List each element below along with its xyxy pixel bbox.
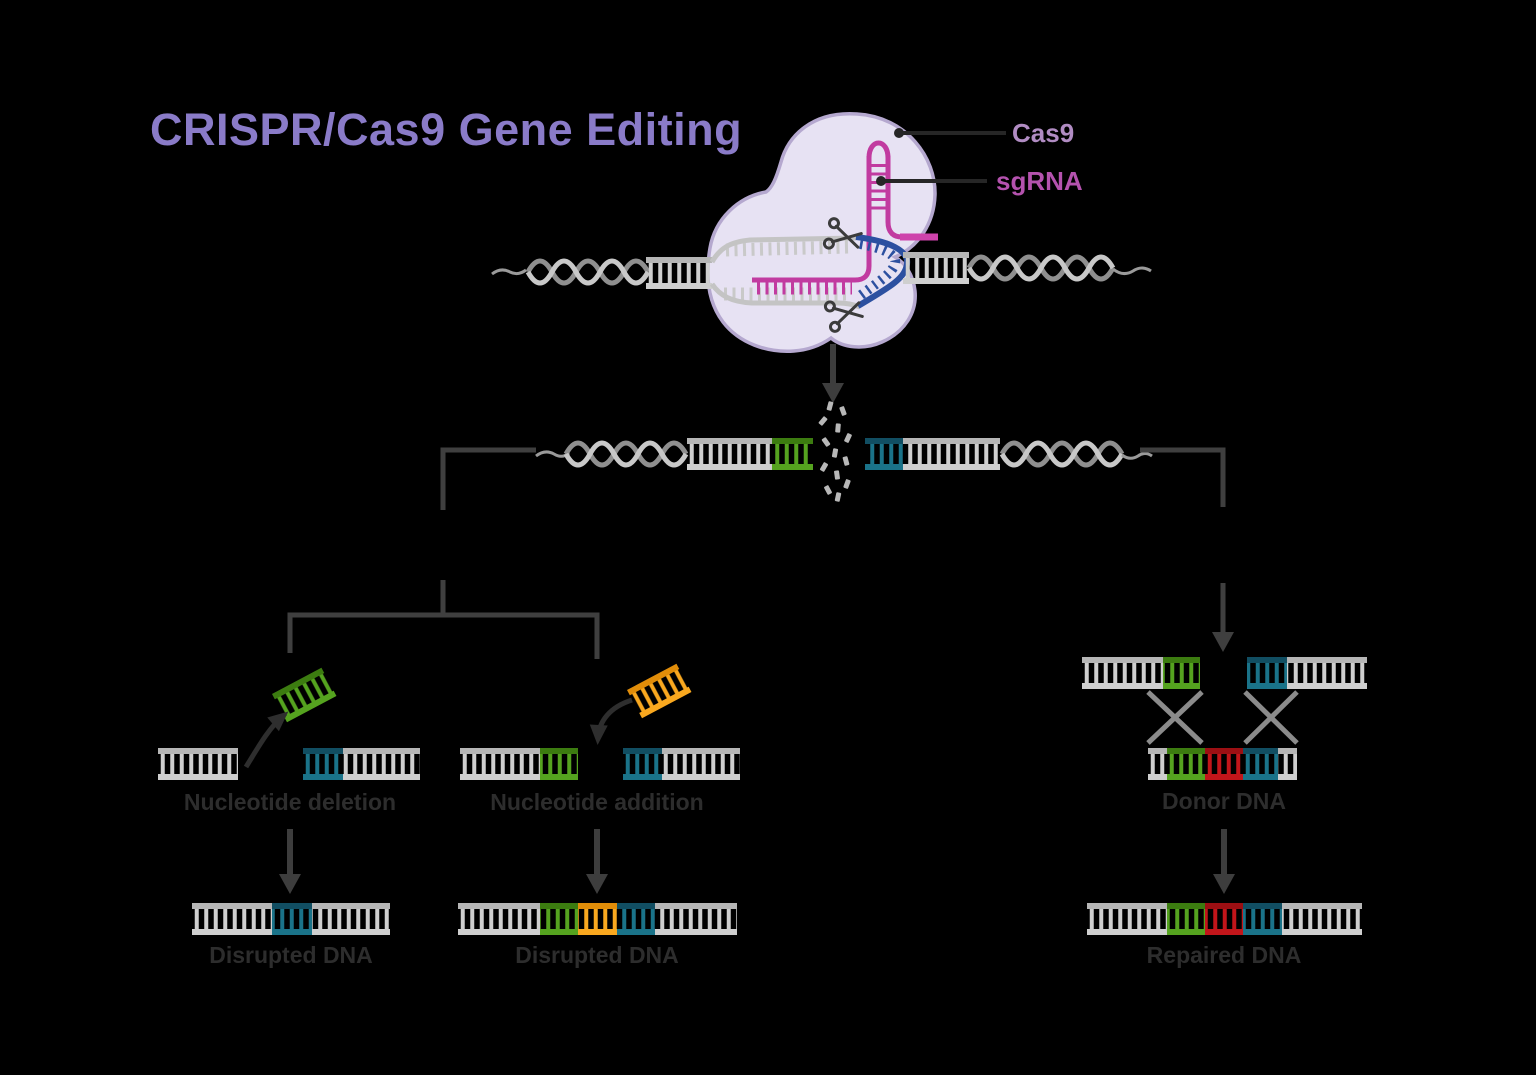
- deletion-curved-arrow: [243, 711, 289, 769]
- cas9-label: Cas9: [1012, 118, 1075, 148]
- donor-dna-ladder: [1148, 748, 1297, 780]
- disrupted-dna-label-2: Disrupted DNA: [515, 942, 679, 968]
- cleaved-dna: [535, 438, 1153, 470]
- deletion-label: Nucleotide deletion: [183, 789, 397, 815]
- page-title: CRISPR/Cas9 Gene Editing: [150, 104, 743, 155]
- repaired-dna-label: Repaired DNA: [1146, 942, 1302, 968]
- addition-label: Nucleotide addition: [490, 789, 704, 815]
- addition-curved-arrow: [589, 697, 633, 745]
- recombination-x-marks: [1146, 690, 1299, 745]
- deleted-fragment-green: [272, 667, 337, 723]
- donor-branch: [1082, 657, 1367, 935]
- sgrna-hairpin: [866, 140, 938, 241]
- sgrna-guide-strand: [752, 218, 872, 295]
- deletion-branch: [158, 667, 420, 935]
- disrupted-dna-1: [192, 903, 390, 935]
- target-dna-right: [966, 254, 1152, 282]
- dna-cut-debris: [818, 401, 852, 502]
- disrupted-dna-2: [458, 903, 737, 935]
- target-dna-left: [491, 258, 651, 286]
- donor-branch-arrowhead: [1212, 632, 1234, 652]
- cas9-leader-line: [894, 128, 1006, 138]
- target-dna-left-ladder: [646, 257, 712, 289]
- branch-connectors: [287, 447, 1226, 659]
- cut-dna-top: [1082, 657, 1367, 689]
- sgrna-leader-line: [876, 176, 987, 186]
- addition-branch: [458, 663, 740, 935]
- added-fragment-orange: [627, 663, 692, 719]
- target-dna-right-ladder: [903, 252, 969, 284]
- sgrna-label: sgRNA: [996, 166, 1083, 196]
- cut-arrow: [822, 344, 844, 403]
- disrupted-dna-label-1: Disrupted DNA: [209, 942, 373, 968]
- donor-dna-label: Donor DNA: [1162, 788, 1286, 814]
- repaired-dna: [1087, 903, 1362, 935]
